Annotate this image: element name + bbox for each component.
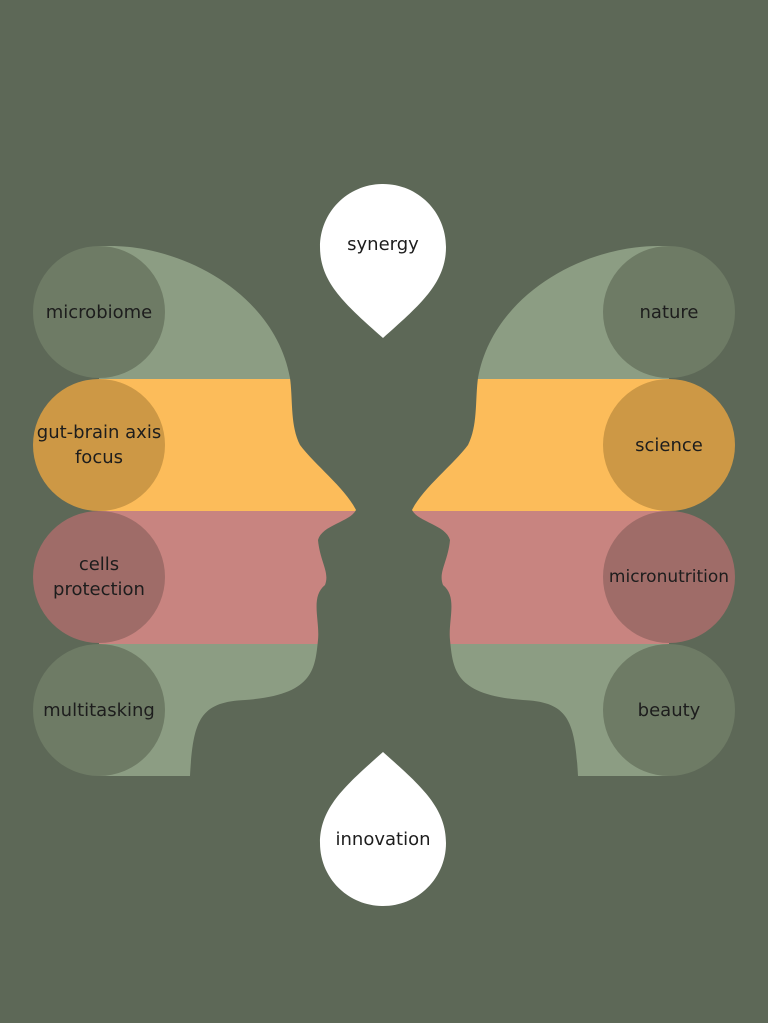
drop-bottom-label: innovation xyxy=(335,828,431,850)
left-circle-cells-protection xyxy=(33,511,165,643)
right-circle-micronutrition xyxy=(603,511,735,643)
drop-top-shape xyxy=(320,184,446,338)
right-label-science: science xyxy=(635,434,703,456)
left-circle-multitasking xyxy=(33,644,165,776)
right-label-micronutrition: micronutrition xyxy=(608,566,730,587)
right-circle-beauty xyxy=(603,644,735,776)
left-label-multitasking: multitasking xyxy=(43,699,155,721)
drop-bottom-shape xyxy=(320,752,446,906)
left-label-cells-protection: cells protection xyxy=(53,554,145,600)
left-label-gut-brain: gut-brain axis focus xyxy=(36,422,162,468)
drop-top-label: synergy xyxy=(347,233,419,255)
right-circle-nature xyxy=(603,246,735,378)
left-circle-gut-brain xyxy=(33,379,165,511)
left-label-microbiome: microbiome xyxy=(45,301,153,323)
left-circle-microbiome xyxy=(33,246,165,378)
right-circle-science xyxy=(603,379,735,511)
right-label-beauty: beauty xyxy=(637,699,701,721)
right-label-nature: nature xyxy=(639,301,699,323)
